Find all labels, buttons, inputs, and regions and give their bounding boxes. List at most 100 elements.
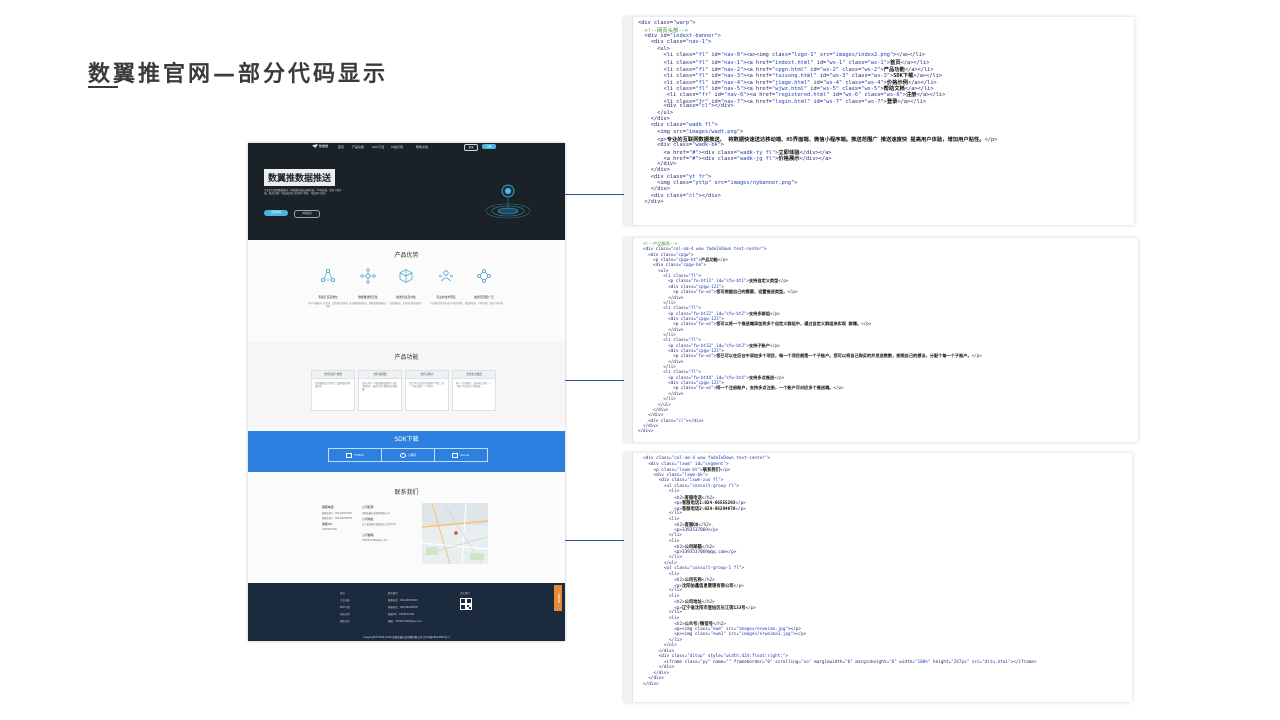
code-line: </div> [638,665,675,670]
code-line: </div> [638,167,670,174]
nav-sdk[interactable]: SDK下载 [372,145,385,149]
website-mockup: 数据推 首页 产品功能 SDK下载 价格示例 帮助文档 登录 注册 数翼推数据推… [248,143,565,641]
code-line: <div class="wadk-bk"> [638,141,725,148]
function-card[interactable]: 支持子账户 您已可以在后台中添加多个项目，每一个项目就是一个子账户。 [405,370,449,411]
code-line: <p class="fw-wz">您已可以在后台中添加多个项目，每一个项目就是一… [638,353,982,359]
code-line: </li> [638,396,676,402]
footer-contact: 邮箱：3393537069@qq.com [388,620,422,623]
hero-banner: 数据推 首页 产品功能 SDK下载 价格示例 帮助文档 登录 注册 数翼推数据推… [248,143,565,240]
register-button[interactable]: 注册 [482,144,496,149]
code-line: <li class="fl"> [638,337,702,343]
miniprogram-icon [399,452,406,458]
code-line: <div class="lxwm-zuo fl"> [638,478,724,483]
code-line: <img src="images/wadt.png"> [638,128,744,135]
footer-link[interactable]: 价格示例 [340,613,350,616]
code-line: <div class="wadk fl"> [638,122,718,129]
sdk-server-button[interactable]: Server [434,448,488,462]
code-line: </div> [638,199,664,206]
phone-label: 客服电话 [322,505,334,509]
code-line: </ul> [638,560,677,566]
code-line: <li> [638,489,680,494]
code-line: <a href="#"><div class="wadk-jg fl">价格展示… [638,156,832,163]
function-card[interactable]: 支持多群组 您可以将一个推送端添加到多个自定义群组中，通过自定义群组来实现群播。 [358,370,402,411]
address-label: 公司地址 [362,517,374,521]
code-line: <p>辽宁省沈阳市皇姑区长江街133号</p> [638,605,756,611]
code-line: <li class="fl" id="nav-0"><a><img class=… [638,52,926,58]
try-now-button[interactable]: 立即体验 [264,210,288,216]
email-value: 3393537069@qq.com [362,539,388,542]
code-line: <div class="col-am-4 wow fadeInDown text… [638,246,767,252]
online-consult-button[interactable]: 在线咨询 [554,585,562,611]
footer-link[interactable]: 帮助文档 [340,620,350,623]
code-line: <div class="cl"></div> [638,192,721,199]
phone-1: 客服电话1：024-66555293 [322,512,352,515]
hologram-illustration-icon [485,184,531,219]
login-button[interactable]: 登录 [464,144,478,151]
advantage-item: 推送范围更广泛 覆盖移动端、H5界面端、微信小程序端 [464,268,504,305]
sdk-html5-button[interactable]: HTML5 [328,448,382,462]
code-line: <div class="cpgw-123"> [638,380,724,386]
function-card[interactable]: 支持自定义类型 您可根据自己的需求，设置相应的推送类型。 [311,370,355,411]
code-line: <div class="warp"> [638,20,696,26]
footer-contact: 客服QQ：3393537069 [388,613,415,616]
navbar: 数据推 首页 产品功能 SDK下载 价格示例 帮助文档 登录 注册 [248,143,565,151]
code-line: <img class="yttp" src="images/nybanner.p… [638,180,798,186]
function-card-title: 支持子账户 [406,371,448,379]
nav-help[interactable]: 帮助文档 [416,145,429,149]
code-line: </div> [638,358,684,364]
code-line: </div> [638,116,670,122]
code-panel-header: <div class="warp"> <!--网页头部--> <div id="… [624,17,1134,225]
code-line: <div class="lxwm-bk"> [638,472,708,478]
code-line: <li> [638,615,680,621]
location-map[interactable] [422,503,488,564]
nav-home[interactable]: 首页 [338,145,345,149]
team-icon [439,270,453,282]
code-line: <li class="fl" id="nav-3"><a href="tuiso… [638,73,943,80]
code-line: </div> [638,412,664,418]
code-line: <!--网页头部--> [638,28,688,35]
code-line: <p>3393537069</p> [638,527,719,533]
slide-title: 数翼推官网—部分代码显示 [88,62,389,87]
code-line: <p class="fw-wz">您可以将一个推送端添加到多个自定义群组中，通过… [638,321,872,327]
nav-price[interactable]: 价格示例 [391,145,404,149]
logo-mark-icon [312,144,318,148]
function-card-title: 支持多群组 [359,371,401,379]
function-card-title: 支持自定义类型 [312,371,354,379]
code-line: <li class="fl"> [638,273,702,279]
nav-product[interactable]: 产品功能 [352,145,365,149]
code-line: <div class="cpgw-123"> [638,348,724,353]
sdk-miniprogram-button[interactable]: 小程序 [381,448,435,462]
footer-link[interactable]: SDK下载 [340,606,350,609]
connector-line-3 [565,540,633,541]
email-label: 公司邮箱 [362,533,374,537]
broadcast-icon [477,269,491,283]
function-card-title: 支持多点推送 [453,371,495,379]
site-logo[interactable]: 数据推 [312,144,328,148]
footer-contact: 联系我们 [388,592,398,595]
code-line: <p>专业的互联网数据推送， 将数据快速送达移动端、H5界面端、微信小程序端。推… [638,137,998,144]
code-line: </li> [638,588,682,593]
price-button[interactable]: 价格展示 [294,210,320,218]
site-footer: 首页 产品功能 SDK下载 价格示例 帮助文档 联系我们 客服电话：024-66… [248,583,565,641]
code-panel-products: <!--产品服务--> <div class="col-am-4 wow fad… [624,238,1138,442]
code-line: <li class="fl"> [638,305,702,311]
function-card-text: 您可以将一个推送端添加到多个自定义群组中，通过自定义群组来实现群播。 [362,382,397,391]
code-line: <div class="cpgw-123"> [638,283,724,289]
qq-label: 客服QQ [322,522,333,526]
footer-contact: 客服电话：024-86294678 [388,606,418,609]
code-line: </li> [638,364,676,370]
sdk-title: SDK下载 [394,436,419,443]
monitor-icon [346,452,353,458]
code-line: </div> [638,681,659,687]
code-line: </li> [638,331,676,337]
advantage-name: 数据推送稳定性 [358,295,378,299]
connector-line-1 [565,194,633,195]
code-line: <ul> [638,45,670,52]
footer-link[interactable]: 产品功能 [340,599,350,602]
function-card[interactable]: 支持多点推送 同一个注册账户，支持多点注册，一个账户可对应多个推送端。 [452,370,496,411]
code-line: <p>3393537069@qq.com</p> [638,549,737,555]
code-line: <div class="cpgw-bk"> [638,262,707,268]
code-line: <h2>公司邮箱</h2> [638,545,715,550]
code-line: <p>客服电话2:024-86294678</p> [638,506,746,512]
footer-link[interactable]: 首页 [340,592,345,595]
